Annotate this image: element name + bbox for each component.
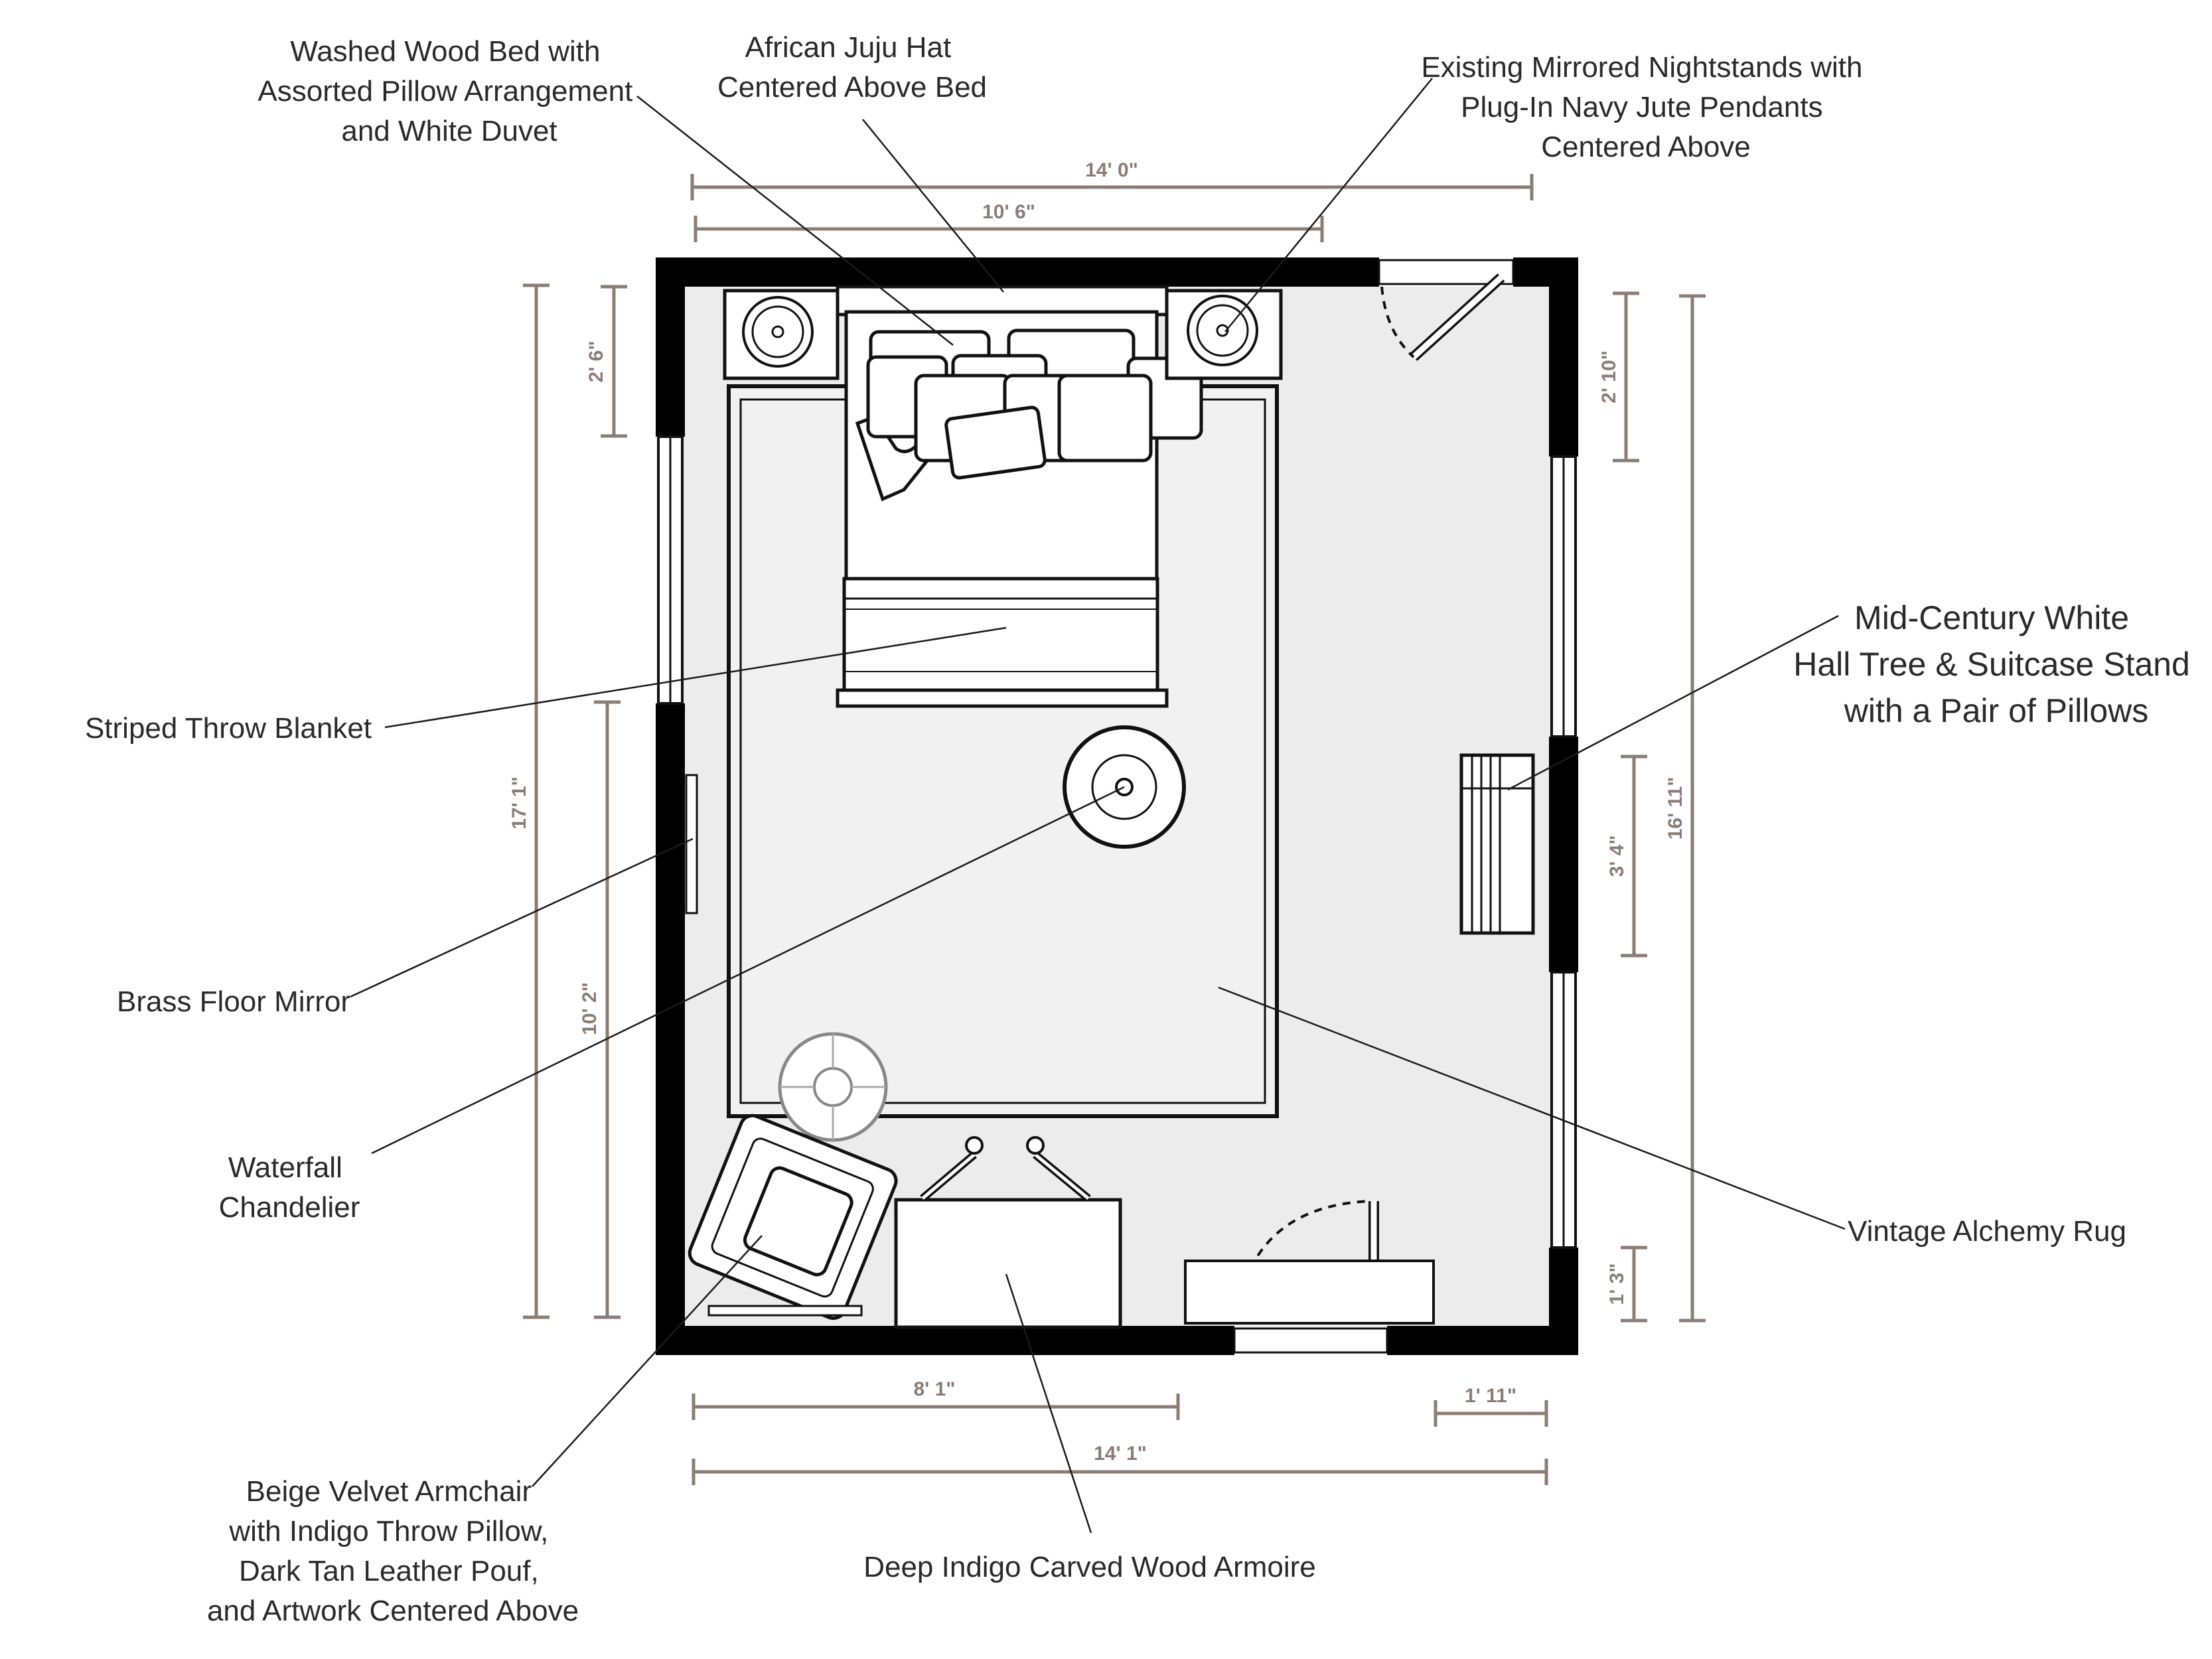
dim-top-overall: 14' 0": [690, 159, 1534, 200]
label-armchair: Beige Velvet Armchair with Indigo Throw …: [207, 1475, 579, 1627]
labels: Washed Wood Bed with Assorted Pillow Arr…: [85, 31, 2199, 1627]
bench: [1184, 1260, 1435, 1325]
wall-left-lower: [656, 703, 685, 1355]
wall-bottom-left: [656, 1326, 1234, 1355]
striped-throw-blanket: [842, 577, 1159, 695]
dimensions: 14' 0" 10' 6" 17' 1" 2' 6" 10' 2: [508, 159, 1706, 1485]
bed-footboard: [836, 688, 1169, 708]
label-armoire: Deep Indigo Carved Wood Armoire: [863, 1551, 1316, 1583]
dim-label-left-lower: 10' 2": [579, 982, 601, 1035]
dim-right-upper: 2' 10": [1598, 291, 1639, 463]
dim-label-top-overall: 14' 0": [1085, 159, 1138, 181]
dim-label-top-bed-wall: 10' 6": [982, 201, 1035, 223]
label-hall-tree: Mid-Century White Hall Tree & Suitcase S…: [1793, 599, 2199, 729]
leader-nightstands: [1224, 78, 1433, 332]
dim-bottom-overall: 14' 1": [692, 1443, 1548, 1485]
window-right-lower: [1550, 971, 1577, 1249]
armchair: [688, 1114, 898, 1321]
hall-tree: [1459, 753, 1535, 935]
window-right-upper: [1550, 455, 1577, 738]
dim-bottom-right: 1' 11": [1434, 1385, 1548, 1427]
leader-chandelier: [371, 786, 1125, 1155]
wall-bottom-right: [1387, 1326, 1578, 1355]
nightstand-left: [723, 289, 840, 380]
leader-hall-tree: [1507, 614, 1839, 791]
leader-rug: [1218, 986, 1846, 1230]
wall-left-upper: [656, 257, 685, 437]
dim-left-overall: 17' 1": [508, 283, 550, 1319]
dim-label-right-upper: 2' 10": [1598, 350, 1620, 403]
leader-throw: [384, 626, 1007, 729]
leader-lines: [350, 78, 1846, 1534]
dim-label-left-overall: 17' 1": [508, 776, 530, 830]
wall-top-left: [656, 257, 1379, 287]
dim-label-bottom-left: 8' 1": [913, 1378, 955, 1400]
dim-label-right-lower: 1' 3": [1606, 1263, 1628, 1305]
brass-floor-mirror: [685, 774, 698, 914]
dim-label-bottom-overall: 14' 1": [1094, 1443, 1147, 1465]
label-chandelier: Waterfall Chandelier: [219, 1151, 360, 1224]
dim-right-middle: 3' 4": [1606, 755, 1647, 958]
leader-bed: [636, 96, 954, 346]
armoire: [894, 1136, 1122, 1329]
leader-armchair: [532, 1235, 763, 1487]
label-mirror: Brass Floor Mirror: [117, 985, 350, 1018]
bed: [836, 285, 1203, 708]
dim-right-overall: 16' 11": [1664, 294, 1706, 1323]
dim-left-lower: 10' 2": [579, 700, 621, 1319]
leader-armoire: [1005, 1273, 1092, 1534]
artwork: [707, 1305, 863, 1317]
dim-label-right-overall: 16' 11": [1664, 777, 1686, 840]
label-rug: Vintage Alchemy Rug: [1848, 1215, 2126, 1248]
dim-right-lower: 1' 3": [1606, 1246, 1647, 1323]
dim-label-left-nightstand: 2' 6": [585, 340, 607, 382]
dim-left-nightstand: 2' 6": [585, 285, 627, 438]
dim-bottom-left: 8' 1": [692, 1378, 1180, 1420]
windows: [657, 435, 1577, 1249]
dim-top-bed-wall: 10' 6": [694, 201, 1324, 242]
pillows: [855, 328, 1203, 502]
door-top-right: [1378, 259, 1514, 361]
nightstand-right: [1165, 289, 1283, 380]
leader-mirror: [350, 837, 694, 998]
dim-label-right-middle: 3' 4": [1606, 835, 1628, 877]
label-bed: Washed Wood Bed with Assorted Pillow Arr…: [258, 35, 640, 147]
wall-right-top: [1549, 257, 1578, 457]
label-throw: Striped Throw Blanket: [85, 712, 372, 745]
dim-label-bottom-right: 1' 11": [1465, 1385, 1516, 1407]
window-left: [657, 435, 684, 705]
label-hat: African Juju Hat Centered Above Bed: [717, 31, 987, 104]
label-nightstands: Existing Mirrored Nightstands with Plug-…: [1421, 51, 1870, 163]
wall-right-mid: [1549, 737, 1578, 972]
leader-hat: [862, 119, 1004, 293]
leather-pouf: [778, 1032, 888, 1142]
